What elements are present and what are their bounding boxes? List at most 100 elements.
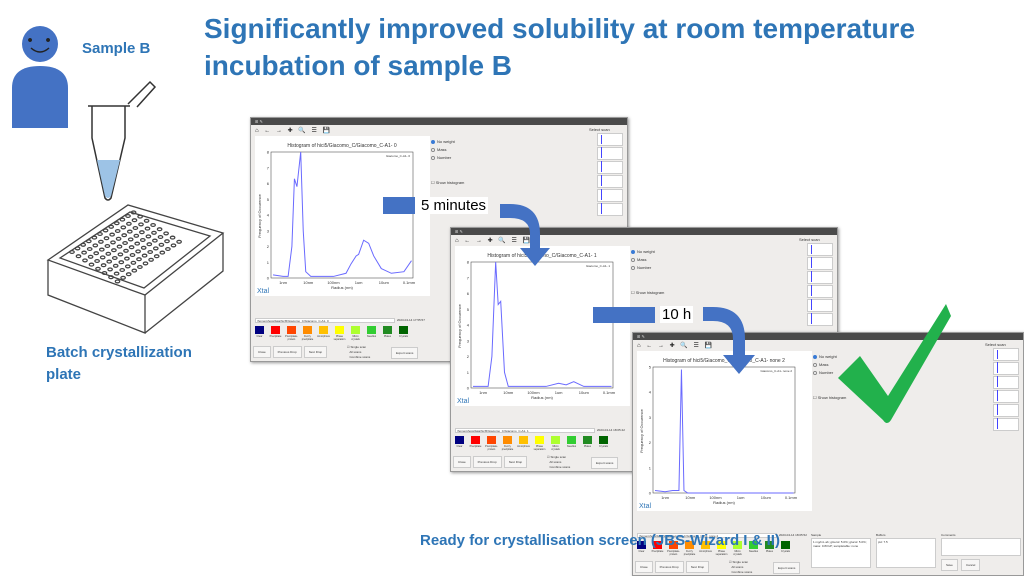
drop-score-5[interactable]: Phase separation [715,541,728,556]
scan-mode-0[interactable]: ☑ Single scan [547,455,567,459]
scan-thumbnail[interactable] [993,418,1019,431]
plot-toolbar[interactable]: ⌂ ← → ✚ 🔍 ☰ 💾 [255,128,332,134]
drop-score-1[interactable]: Precipitate [269,326,282,341]
path-field[interactable]: /home/ghost/data/hici5/Giacomo_C/Giacomo… [455,428,595,433]
scan-thumbnail[interactable] [807,285,833,298]
scan-thumbnail[interactable] [597,189,623,202]
scan-thumbnail[interactable] [993,362,1019,375]
scan-thumbnail[interactable] [597,161,623,174]
button-1[interactable]: Previous Drop [272,346,302,358]
drop-score-9[interactable]: Crystals [597,436,610,451]
button-2[interactable]: Next Drop [303,346,328,358]
scan-mode-1[interactable]: All scans [549,460,562,464]
radio-weight[interactable]: Number [431,154,486,162]
drop-score-8[interactable]: Plates [581,436,594,451]
show-histogram-checkbox[interactable]: ☐ Show histogram [631,290,665,295]
drop-score-7[interactable]: Needles [565,436,578,451]
plot-toolbar[interactable]: ⌂ ← → ✚ 🔍 ☰ 💾 [637,343,714,349]
scan-thumbnail[interactable] [597,203,623,216]
drop-score-7[interactable]: Needles [365,326,378,341]
sample-field[interactable]: 1 mg/mL ab; glcerol: 5.0%; glucol: 5.0%;… [811,538,871,568]
scan-mode: ☑ Single scan All scans Combine scans [547,455,570,470]
export-scans-button[interactable]: Export scans [773,562,801,574]
drop-score-0[interactable]: Clear [253,326,266,341]
radio-weight[interactable]: Mass [813,361,868,369]
scan-thumbnail[interactable] [993,390,1019,403]
drop-score-2[interactable]: Precipitate-protein [485,436,498,451]
drop-score-4[interactable]: Amorphous [517,436,530,451]
path-field[interactable]: /home/ghost/data/hici5/Giacomo_C/Giacomo… [255,318,395,323]
scan-mode-0[interactable]: ☑ Single scan [729,560,749,564]
scan-mode-1[interactable]: All scans [731,565,744,569]
scan-mode-2[interactable]: Combine scans [349,355,371,359]
button-0[interactable]: Close [635,561,653,573]
drop-score-8[interactable]: Plates [381,326,394,341]
scan-thumbnail[interactable] [807,271,833,284]
scan-thumbnail[interactable] [993,404,1019,417]
comments-field[interactable] [941,538,1021,556]
plot-toolbar[interactable]: ⌂ ← → ✚ 🔍 ☰ 💾 [455,238,532,244]
scan-thumbnail[interactable] [597,133,623,146]
button-0[interactable]: Close [253,346,271,358]
drop-score-5[interactable]: Phase separation [333,326,346,341]
cancel-button[interactable]: Cancel [961,559,981,571]
radio-weight[interactable]: Mass [431,146,486,154]
button-2[interactable]: Next Drop [685,561,710,573]
drop-score-4[interactable]: Amorphous [317,326,330,341]
radio-weight[interactable]: No weight [631,248,686,256]
radio-weight[interactable]: Mass [631,256,686,264]
drop-score-9[interactable]: Crystals [779,541,792,556]
window-titlebar[interactable]: ⊞ ✎ [633,333,1023,340]
drop-score-0[interactable]: Clear [635,541,648,556]
scan-thumbnail[interactable] [807,243,833,256]
radio-weight[interactable]: Number [631,264,686,272]
drop-score-8[interactable]: Plates [763,541,776,556]
scan-thumbnail[interactable] [993,348,1019,361]
radio-weight[interactable]: Number [813,369,868,377]
export-scans-button[interactable]: Export scans [591,457,619,469]
drop-score-2[interactable]: Precipitate-protein [667,541,680,556]
drop-score-3[interactable]: Fuzzy precipitate [301,326,314,341]
scan-thumbnail[interactable] [597,175,623,188]
scan-mode-1[interactable]: All scans [349,350,362,354]
scan-thumbnail[interactable] [597,147,623,160]
button-1[interactable]: Previous Drop [654,561,684,573]
scan-thumbnail[interactable] [807,299,833,312]
button-2[interactable]: Next Drop [503,456,528,468]
drop-score-0[interactable]: Clear [453,436,466,451]
dls-window-2: ⊞ ✎ ⌂ ← → ✚ 🔍 ☰ 💾 Histogram of hici5/Gia… [632,332,1024,576]
save-button[interactable]: Save [941,559,958,571]
scan-thumbnail[interactable] [807,313,833,326]
show-histogram-checkbox[interactable]: ☐ Show histogram [813,395,847,400]
button-0[interactable]: Close [453,456,471,468]
drop-score-7[interactable]: Needles [747,541,760,556]
radio-weight[interactable]: No weight [813,353,868,361]
drop-score-6[interactable]: Micro crystals [731,541,744,556]
drop-score-6[interactable]: Micro crystals [549,436,562,451]
slide-title: Significantly improved solubility at roo… [204,13,916,81]
path-field[interactable]: /home/ghost/data/hici5/Giacomo_C/Giacomo… [637,533,777,538]
scan-mode-0[interactable]: ☑ Single scan [347,345,367,349]
scan-thumbnail[interactable] [993,376,1019,389]
show-histogram-checkbox[interactable]: ☐ Show histogram [431,180,465,185]
drop-score-2[interactable]: Precipitate-protein [285,326,298,341]
x-tick: 1um [355,280,363,285]
scan-mode-2[interactable]: Combine scans [731,570,753,574]
drop-score-5[interactable]: Phase separation [533,436,546,451]
scan-mode-2[interactable]: Combine scans [549,465,571,469]
scan-thumbnail[interactable] [807,257,833,270]
drop-score-9[interactable]: Crystals [397,326,410,341]
drop-score-6[interactable]: Micro crystals [349,326,362,341]
drop-score-4[interactable]: Amorphous [699,541,712,556]
y-tick: 4 [267,213,270,218]
drop-score-3[interactable]: Fuzzy precipitate [683,541,696,556]
radio-weight[interactable]: No weight [431,138,486,146]
drop-score-1[interactable]: Precipitate [651,541,664,556]
drop-score-1[interactable]: Precipitate [469,436,482,451]
window-titlebar[interactable]: ⊞ ✎ [251,118,627,125]
button-1[interactable]: Previous Drop [472,456,502,468]
export-scans-button[interactable]: Export scans [391,347,419,359]
window-titlebar[interactable]: ⊞ ✎ [451,228,837,235]
drop-score-3[interactable]: Fuzzy precipitate [501,436,514,451]
buffers-field[interactable]: pH: 7.5 [876,538,936,568]
